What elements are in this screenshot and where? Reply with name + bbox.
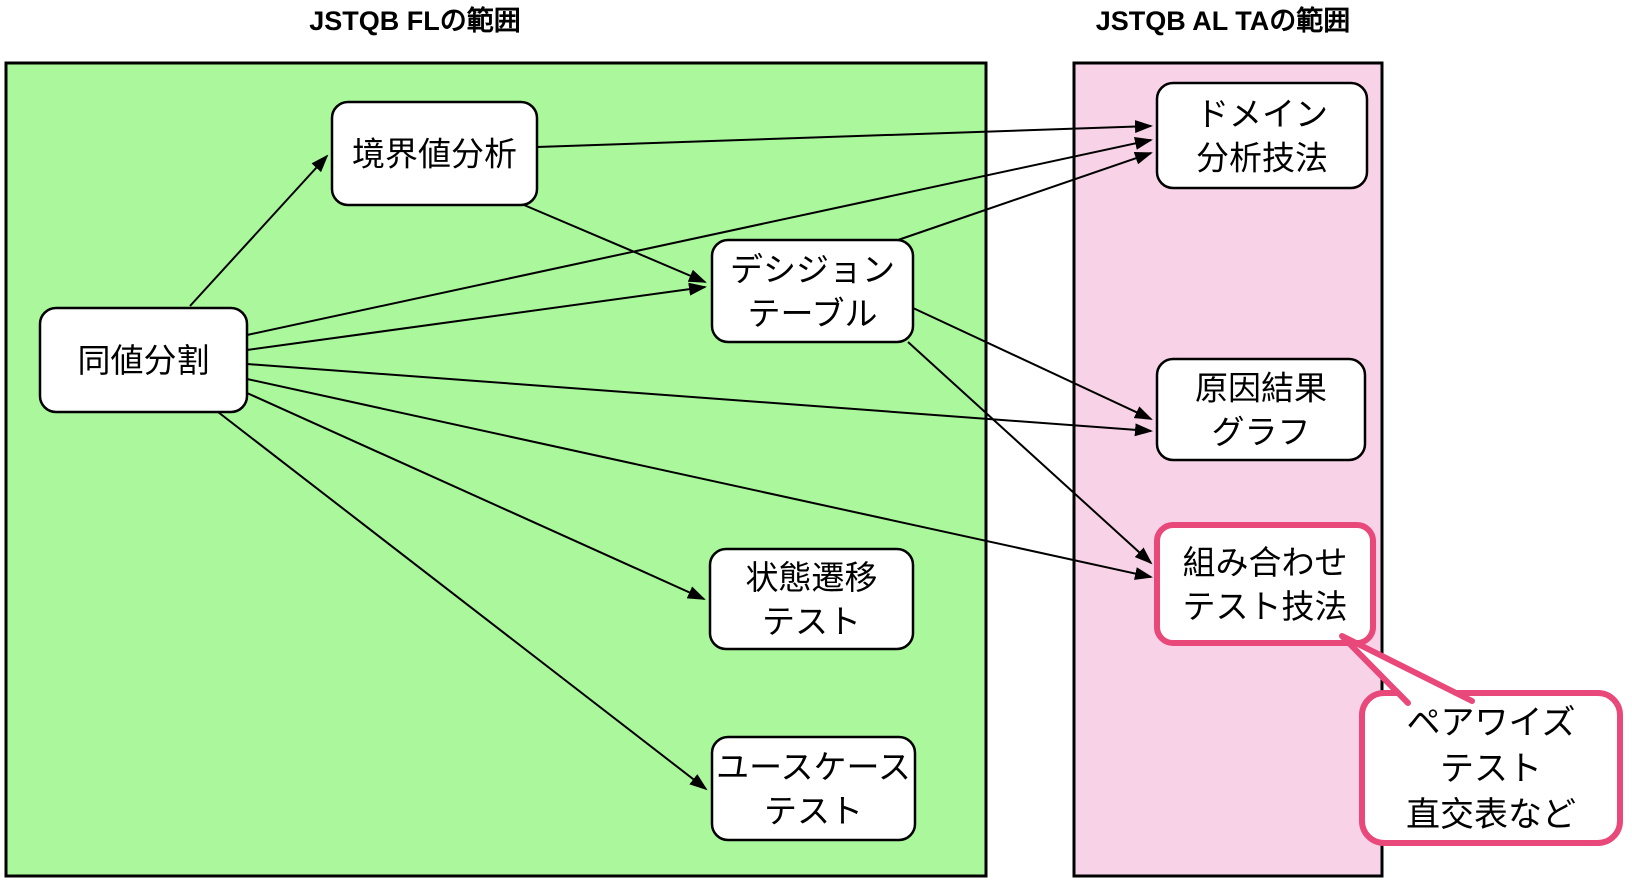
node-label-line: 境界値分析 [352, 136, 517, 173]
callout-layer: ペアワイズテスト直交表など [1339, 633, 1623, 846]
node-label-line: グラフ [1212, 414, 1311, 451]
node-cause-effect-graph: 原因結果グラフ [1155, 357, 1367, 462]
region-al [1072, 61, 1384, 878]
node-domain-analysis: ドメイン分析技法 [1155, 81, 1369, 190]
callout-tail [1339, 633, 1475, 706]
callout-label-line: ペアワイズ [1407, 704, 1576, 742]
edge-equivalence-partitioning-to-state-transition-testing [246, 392, 706, 600]
node-label-domain-analysis: ドメイン分析技法 [1196, 96, 1328, 177]
edge-equivalence-partitioning-to-use-case-testing [217, 411, 708, 791]
edge-equivalence-partitioning-to-cause-effect-graph [246, 363, 1153, 437]
node-box-boundary-value-analysis [330, 100, 539, 207]
region-titles-layer: JSTQB FLの範囲 JSTQB AL TAの範囲 [309, 5, 1350, 36]
node-label-line: 同値分割 [78, 342, 210, 379]
node-box-combinatorial-testing [1154, 522, 1376, 646]
node-box-decision-table [710, 238, 915, 344]
node-label-boundary-value-analysis: 境界値分析 [352, 136, 517, 173]
node-boundary-value-analysis: 境界値分析 [330, 100, 539, 207]
node-label-decision-table: デシジョンテーブル [730, 251, 895, 332]
edges-layer [189, 120, 1153, 791]
edge-decision-table-to-combinatorial-testing [907, 341, 1153, 565]
node-box-use-case-testing [710, 735, 917, 842]
node-label-line: 組み合わせ [1183, 544, 1348, 581]
edge-boundary-value-analysis-to-decision-table [523, 204, 707, 283]
node-use-case-testing: ユースケーステスト [710, 735, 917, 842]
node-label-line: ユースケース [716, 749, 911, 786]
edge-equivalence-partitioning-to-boundary-value-analysis [189, 154, 329, 307]
edge-equivalence-partitioning-to-decision-table [246, 282, 707, 351]
nodes-layer: 同値分割境界値分析デシジョンテーブル状態遷移テストユースケーステストドメイン分析… [38, 81, 1376, 842]
node-label-combinatorial-testing: 組み合わせテスト技法 [1183, 544, 1348, 625]
node-label-equivalence-partitioning: 同値分割 [78, 342, 210, 379]
edge-boundary-value-analysis-to-domain-analysis [536, 120, 1153, 148]
edge-decision-table-to-cause-effect-graph [912, 307, 1153, 420]
node-label-line: テスト [762, 603, 861, 640]
node-box-equivalence-partitioning [38, 306, 249, 414]
callout-label-line: テスト [1440, 750, 1542, 788]
node-label-line: 分析技法 [1196, 140, 1328, 177]
node-label-line: テスト [764, 793, 863, 830]
edge-equivalence-partitioning-to-domain-analysis [246, 137, 1153, 336]
node-label-use-case-testing: ユースケーステスト [716, 749, 911, 830]
region-title-fl: JSTQB FLの範囲 [309, 5, 521, 36]
edge-decision-table-to-domain-analysis [897, 152, 1153, 241]
callout-label: ペアワイズテスト直交表など [1406, 704, 1576, 834]
node-box-state-transition-testing [708, 547, 915, 651]
node-box-domain-analysis [1155, 81, 1369, 190]
node-label-line: ドメイン [1196, 96, 1328, 133]
node-state-transition-testing: 状態遷移テスト [708, 547, 915, 651]
node-label-line: テスト技法 [1183, 588, 1348, 625]
node-label-line: デシジョン [730, 251, 895, 288]
node-label-line: テーブル [747, 295, 877, 332]
edge-equivalence-partitioning-to-combinatorial-testing [246, 378, 1153, 580]
node-label-cause-effect-graph: 原因結果グラフ [1195, 370, 1327, 451]
region-title-al: JSTQB AL TAの範囲 [1096, 5, 1351, 36]
callout-label-line: 直交表など [1406, 796, 1576, 834]
node-label-line: 状態遷移 [746, 559, 878, 596]
node-decision-table: デシジョンテーブル [710, 238, 915, 344]
callout-bubble: ペアワイズテスト直交表など [1339, 633, 1623, 846]
node-label-line: 原因結果 [1195, 370, 1327, 407]
node-equivalence-partitioning: 同値分割 [38, 306, 249, 414]
node-combinatorial-testing: 組み合わせテスト技法 [1154, 522, 1376, 646]
node-box-cause-effect-graph [1155, 357, 1367, 462]
callout-box [1359, 690, 1623, 846]
node-label-state-transition-testing: 状態遷移テスト [746, 559, 878, 640]
